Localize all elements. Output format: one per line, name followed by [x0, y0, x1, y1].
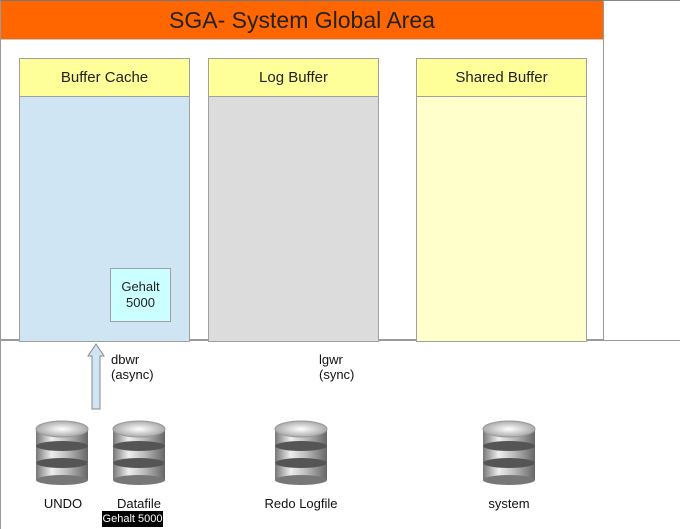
redo-logfile-database-icon [274, 420, 328, 486]
arrow-up-icon [87, 343, 105, 410]
undo-label: UNDO [43, 496, 83, 511]
dbwr-mode: (async) [111, 367, 154, 382]
shared-buffer: Shared Buffer [416, 58, 587, 342]
log-buffer-header: Log Buffer [209, 59, 378, 97]
redo-logfile-label: Redo Logfile [264, 496, 338, 511]
datafile-database-icon [112, 420, 166, 486]
buffer-cache: Buffer Cache [19, 58, 190, 342]
cache-entry-line1: Gehalt [121, 279, 160, 294]
dbwr-name: dbwr [111, 352, 140, 367]
divider-left [0, 340, 1, 529]
datafile-entry: Gehalt 5000 [102, 511, 163, 527]
lgwr-mode: (sync) [319, 367, 355, 382]
sga-title: SGA- System Global Area [1, 1, 603, 40]
undo-database-icon [35, 420, 89, 486]
datafile-label: Datafile [116, 496, 162, 511]
lgwr-label: lgwr (sync) [319, 352, 354, 382]
buffer-cache-header: Buffer Cache [20, 59, 189, 97]
system-label: system [488, 496, 530, 511]
lgwr-name: lgwr [319, 352, 343, 367]
shared-buffer-header: Shared Buffer [417, 59, 586, 97]
cache-entry: Gehalt 5000 [110, 268, 171, 322]
log-buffer: Log Buffer [208, 58, 379, 342]
system-database-icon [482, 420, 536, 486]
cache-entry-line2: 5000 [126, 295, 155, 310]
dbwr-label: dbwr (async) [111, 352, 154, 382]
